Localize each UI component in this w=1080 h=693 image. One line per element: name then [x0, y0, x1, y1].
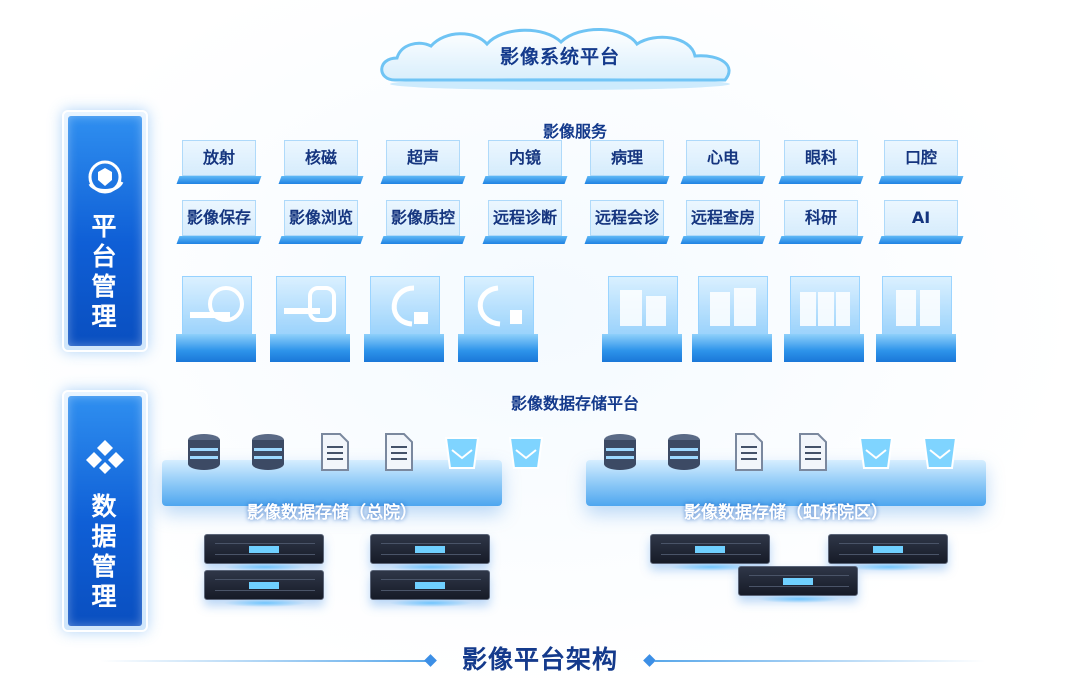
bucket-icon — [922, 437, 958, 469]
service-label: 远程查房 — [690, 208, 755, 227]
bucket-icon — [444, 437, 480, 469]
service-tile: 科研 — [778, 200, 864, 248]
equipment-cube — [270, 276, 350, 364]
service-tile: 内镜 — [482, 140, 568, 188]
document-icon — [321, 433, 349, 471]
side-char: 台 — [91, 242, 119, 271]
storage-label-main: 影像数据存储（总院） — [247, 503, 417, 523]
storage-server — [204, 534, 324, 571]
service-label: 影像质控 — [390, 208, 455, 227]
platform-management-panel: 平 台 管 理 — [62, 110, 148, 352]
storage-server — [370, 570, 490, 607]
service-tile: 超声 — [380, 140, 466, 188]
service-tile: 放射 — [176, 140, 262, 188]
storage-title: 影像数据存储平台 — [510, 394, 639, 413]
data-management-title: 数 据 管 理 — [68, 492, 142, 612]
server-rack-icon — [800, 292, 850, 326]
equipment-cube — [364, 276, 444, 364]
storage-platform-hongqiao — [586, 460, 986, 506]
server-rack-icon — [620, 290, 666, 326]
service-label: AI — [911, 208, 931, 227]
database-icon — [188, 434, 220, 470]
service-label: 影像浏览 — [288, 208, 353, 227]
service-tile: 影像保存 — [176, 200, 262, 248]
service-label: 眼科 — [804, 148, 837, 167]
side-char: 管 — [91, 552, 119, 581]
equipment-cube — [176, 276, 256, 364]
side-char: 平 — [91, 212, 119, 241]
data-management-panel: 数 据 管 理 — [62, 390, 148, 632]
cloud-title: 影像系统平台 — [499, 46, 620, 68]
service-tile: 病理 — [584, 140, 670, 188]
mri-machine-icon — [190, 286, 244, 322]
side-char: 管 — [91, 272, 119, 301]
server-rack-icon — [710, 288, 756, 326]
document-icon — [799, 433, 827, 471]
platform-management-title: 平 台 管 理 — [68, 212, 142, 332]
storage-server — [738, 566, 858, 603]
equipment-cube — [458, 276, 538, 364]
document-icon — [385, 433, 413, 471]
bucket-icon — [508, 437, 544, 469]
storage-server — [828, 534, 948, 571]
service-label: 影像保存 — [186, 208, 251, 227]
side-char: 据 — [91, 522, 119, 551]
equipment-cube — [692, 276, 772, 364]
c-arm-icon — [477, 285, 522, 327]
storage-server — [370, 534, 490, 571]
ct-scanner-icon — [284, 286, 336, 322]
service-tile: 眼科 — [778, 140, 864, 188]
system-platform-cloud: 影像系统平台 — [375, 22, 745, 94]
footer-diamond-right-icon — [643, 654, 656, 667]
service-label: 病理 — [610, 148, 643, 167]
service-tile: AI — [878, 200, 964, 248]
equipment-cube — [602, 276, 682, 364]
service-tile: 口腔 — [878, 140, 964, 188]
bucket-icon — [858, 437, 894, 469]
side-char: 理 — [91, 302, 119, 331]
service-label: 远程诊断 — [492, 208, 557, 227]
service-tile: 远程诊断 — [482, 200, 568, 248]
service-label: 核磁 — [304, 148, 337, 167]
c-arm-icon — [391, 285, 428, 327]
service-tile: 心电 — [680, 140, 766, 188]
equipment-cube — [876, 276, 956, 364]
storage-label-hongqiao: 影像数据存储（虹桥院区） — [684, 503, 888, 523]
platform-shield-icon — [88, 160, 124, 194]
service-label: 心电 — [706, 148, 739, 167]
service-label: 科研 — [804, 208, 837, 227]
service-label: 放射 — [202, 148, 235, 167]
service-label: 超声 — [406, 148, 439, 167]
footer-diamond-left-icon — [424, 654, 437, 667]
service-tile: 远程查房 — [680, 200, 766, 248]
database-icon — [604, 434, 636, 470]
service-label: 远程会诊 — [594, 208, 659, 227]
service-tile: 核磁 — [278, 140, 364, 188]
services-title: 影像服务 — [542, 122, 607, 141]
service-tile: 影像浏览 — [278, 200, 364, 248]
database-icon — [668, 434, 700, 470]
storage-server — [650, 534, 770, 571]
footer-line-right — [655, 660, 985, 662]
diamond-cluster-icon — [86, 440, 124, 474]
service-label: 口腔 — [904, 148, 937, 167]
database-icon — [252, 434, 284, 470]
side-char: 理 — [91, 582, 119, 611]
service-label: 内镜 — [508, 148, 541, 167]
service-tile: 远程会诊 — [584, 200, 670, 248]
side-char: 数 — [91, 492, 119, 521]
cloud-icon — [380, 28, 731, 90]
storage-server — [204, 570, 324, 607]
server-rack-icon — [896, 290, 940, 326]
footer-title: 影像平台架构 — [461, 645, 618, 674]
service-tile: 影像质控 — [380, 200, 466, 248]
document-icon — [735, 433, 763, 471]
equipment-cube — [784, 276, 864, 364]
footer-line-left — [100, 660, 430, 662]
